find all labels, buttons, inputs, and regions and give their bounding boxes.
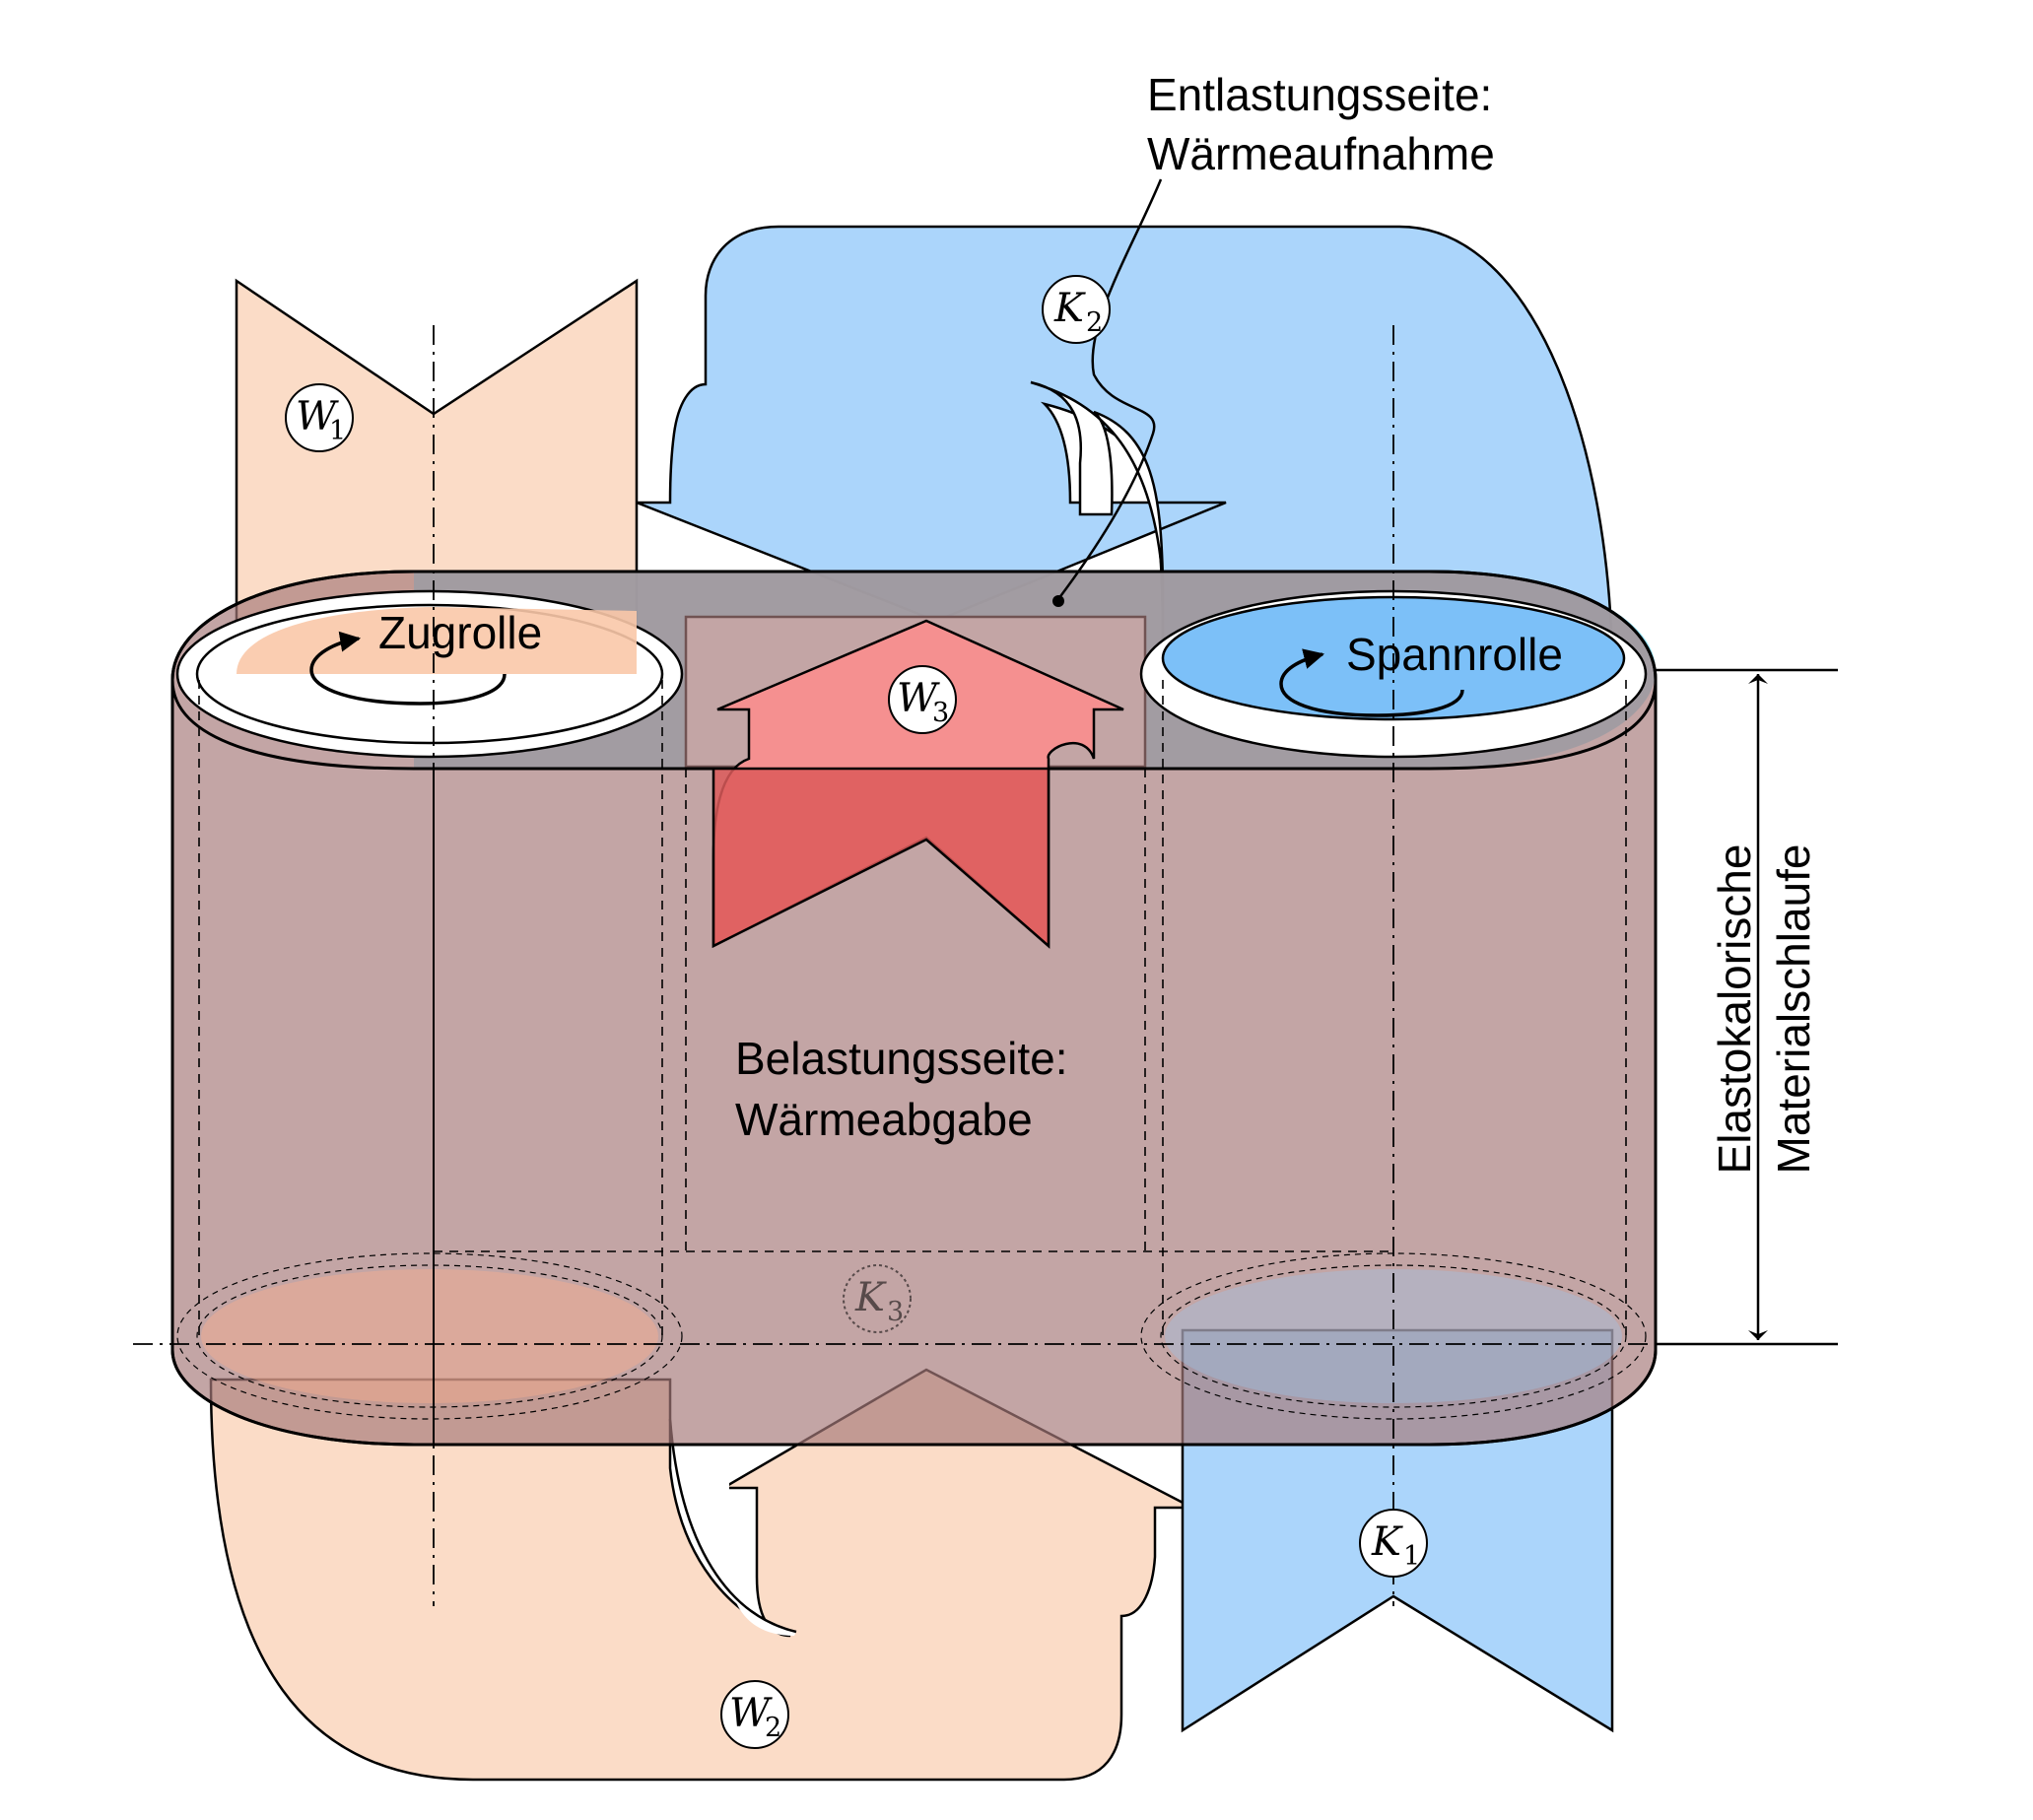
svg-text:K: K [1371, 1519, 1403, 1565]
schlaufe-label-line2: Materialschlaufe [1768, 844, 1819, 1175]
svg-text:W: W [729, 1691, 773, 1736]
belastung-label-line2: Wärmeabgabe [735, 1094, 1033, 1145]
zugrolle-warm-fill [237, 607, 637, 674]
k1-badge: K 1 [1359, 1509, 1428, 1578]
w2-return-ribbon [670, 1419, 796, 1636]
spannrolle-bottom-hidden-inner [1160, 1264, 1627, 1408]
w2-badge: W 2 [720, 1680, 789, 1749]
svg-text:K: K [854, 1275, 887, 1320]
spannrolle-label: Spannrolle [1346, 629, 1563, 680]
belastung-label-line1: Belastungsseite: [735, 1033, 1068, 1084]
svg-text:3: 3 [887, 1297, 904, 1327]
k2-return-ribbon [1030, 380, 1165, 675]
zugrolle-label: Zugrolle [378, 607, 542, 658]
svg-text:1: 1 [329, 416, 346, 446]
zugrolle-bottom-hidden-inner [196, 1264, 663, 1408]
zugrolle-bottom-tint [201, 1269, 658, 1403]
entlastung-label-line2: Wärmeaufnahme [1147, 128, 1495, 179]
k3-badge: K 3 [843, 1264, 912, 1333]
zugrolle-rotation-arrow [309, 631, 507, 706]
loop-top-band [170, 570, 1658, 771]
svg-text:W: W [296, 394, 339, 439]
svg-text:2: 2 [765, 1713, 781, 1743]
svg-text:1: 1 [1403, 1541, 1420, 1572]
entlastung-leader [1056, 178, 1163, 600]
spannrolle-rotation-arrow [1279, 648, 1464, 717]
entlastung-label-line1: Entlastungsseite: [1147, 69, 1492, 120]
svg-text:2: 2 [1086, 307, 1103, 338]
w1-badge: W 1 [285, 383, 354, 452]
schlaufe-label-line1: Elastokalorische [1709, 844, 1760, 1175]
zugrolle-bottom-hidden-outer [176, 1252, 683, 1420]
svg-text:3: 3 [932, 698, 949, 728]
w3-badge: W 3 [888, 665, 957, 734]
svg-text:K: K [1053, 286, 1086, 331]
w3-flow-lower [712, 767, 1050, 949]
svg-text:W: W [897, 676, 940, 721]
k2-badge: K 2 [1042, 275, 1111, 344]
